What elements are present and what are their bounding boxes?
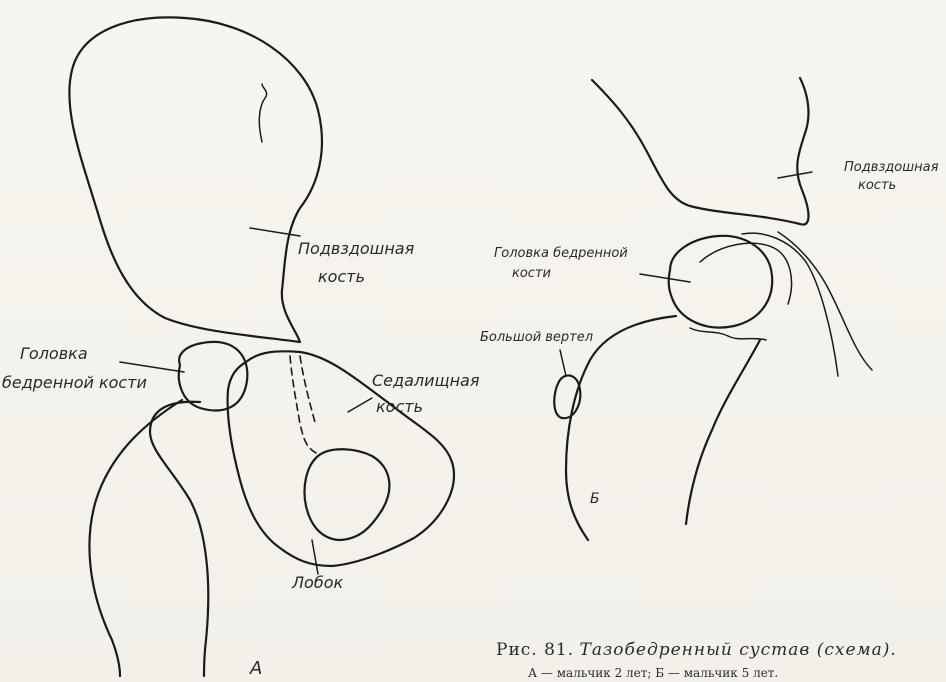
figure-b-label-femoral-head-line1: Головка бедренной [494,246,628,261]
figure-b-label-greater-trochanter: Большой вертел [480,330,593,345]
figure-a-cartilage-dashed-line-2 [300,356,316,426]
figure-a-label-ischium-line1: Седалищная [372,372,479,390]
figure-b-acetabulum-arc [700,243,792,304]
figure-caption-title: Тазобедренный сустав (схема). [580,640,897,660]
figure-a-leader-femoral-head [120,362,184,372]
figure-b-femur-outer-line [566,316,676,540]
figure-b-label-ilium-line1: Подвздошная [844,160,938,175]
figure-a-label-pubis: Лобок [292,574,343,592]
figure-b-acetabulum-arc-2 [742,233,838,376]
figure-a-femur-shaft [89,400,182,676]
figure-b-leader-trochanter [560,350,566,376]
figure-b-drawing [554,78,872,540]
figure-a-label-femoral-head-line1: Головка [20,345,88,363]
figure-a-label-ilium-line1: Подвздошная [298,240,414,258]
figure-caption-number: Рис. 81. [496,640,574,660]
figure-b-label-ilium-line2: кость [858,178,896,193]
figure-b-label-femoral-head-line2: кости [512,266,551,281]
figure-a-femoral-head-outline [179,342,248,411]
figure-a-leader-pubis [312,540,318,574]
figure-b-ilium-outline [592,78,809,225]
figure-a-femur-inner-line [150,402,208,676]
figure-a-letter: А [250,660,262,678]
figure-a-label-ischium-line2: кость [376,398,423,416]
figure-a-leader-ischium [348,398,372,412]
figure-b-letter: Б [590,492,600,507]
figure-caption-subtitle: А — мальчик 2 лет; Б — мальчик 5 лет. [528,666,778,680]
figure-a-label-femoral-head-line2: бедренной кости [2,374,147,392]
figure-a-obturator-foramen [305,449,390,540]
figure-b-pelvic-line [778,232,872,370]
figure-b-leader-ilium [778,172,812,178]
figure-b-femur-inner-line [686,340,760,524]
figure-a-ilium-inner-line [259,84,266,142]
figure-caption: Рис. 81. Тазобедренный сустав (схема). [496,640,897,660]
figure-a-drawing [69,17,454,676]
figure-a-leader-ilium [250,228,300,236]
figure-a-label-ilium-line2: кость [318,268,365,286]
figure-a-cartilage-dashed-line [290,356,318,454]
figure-b-leader-femoral-head [640,274,690,282]
figure-a-ilium-outline [69,17,322,342]
figure-b-neck-wavy-line [690,328,766,340]
